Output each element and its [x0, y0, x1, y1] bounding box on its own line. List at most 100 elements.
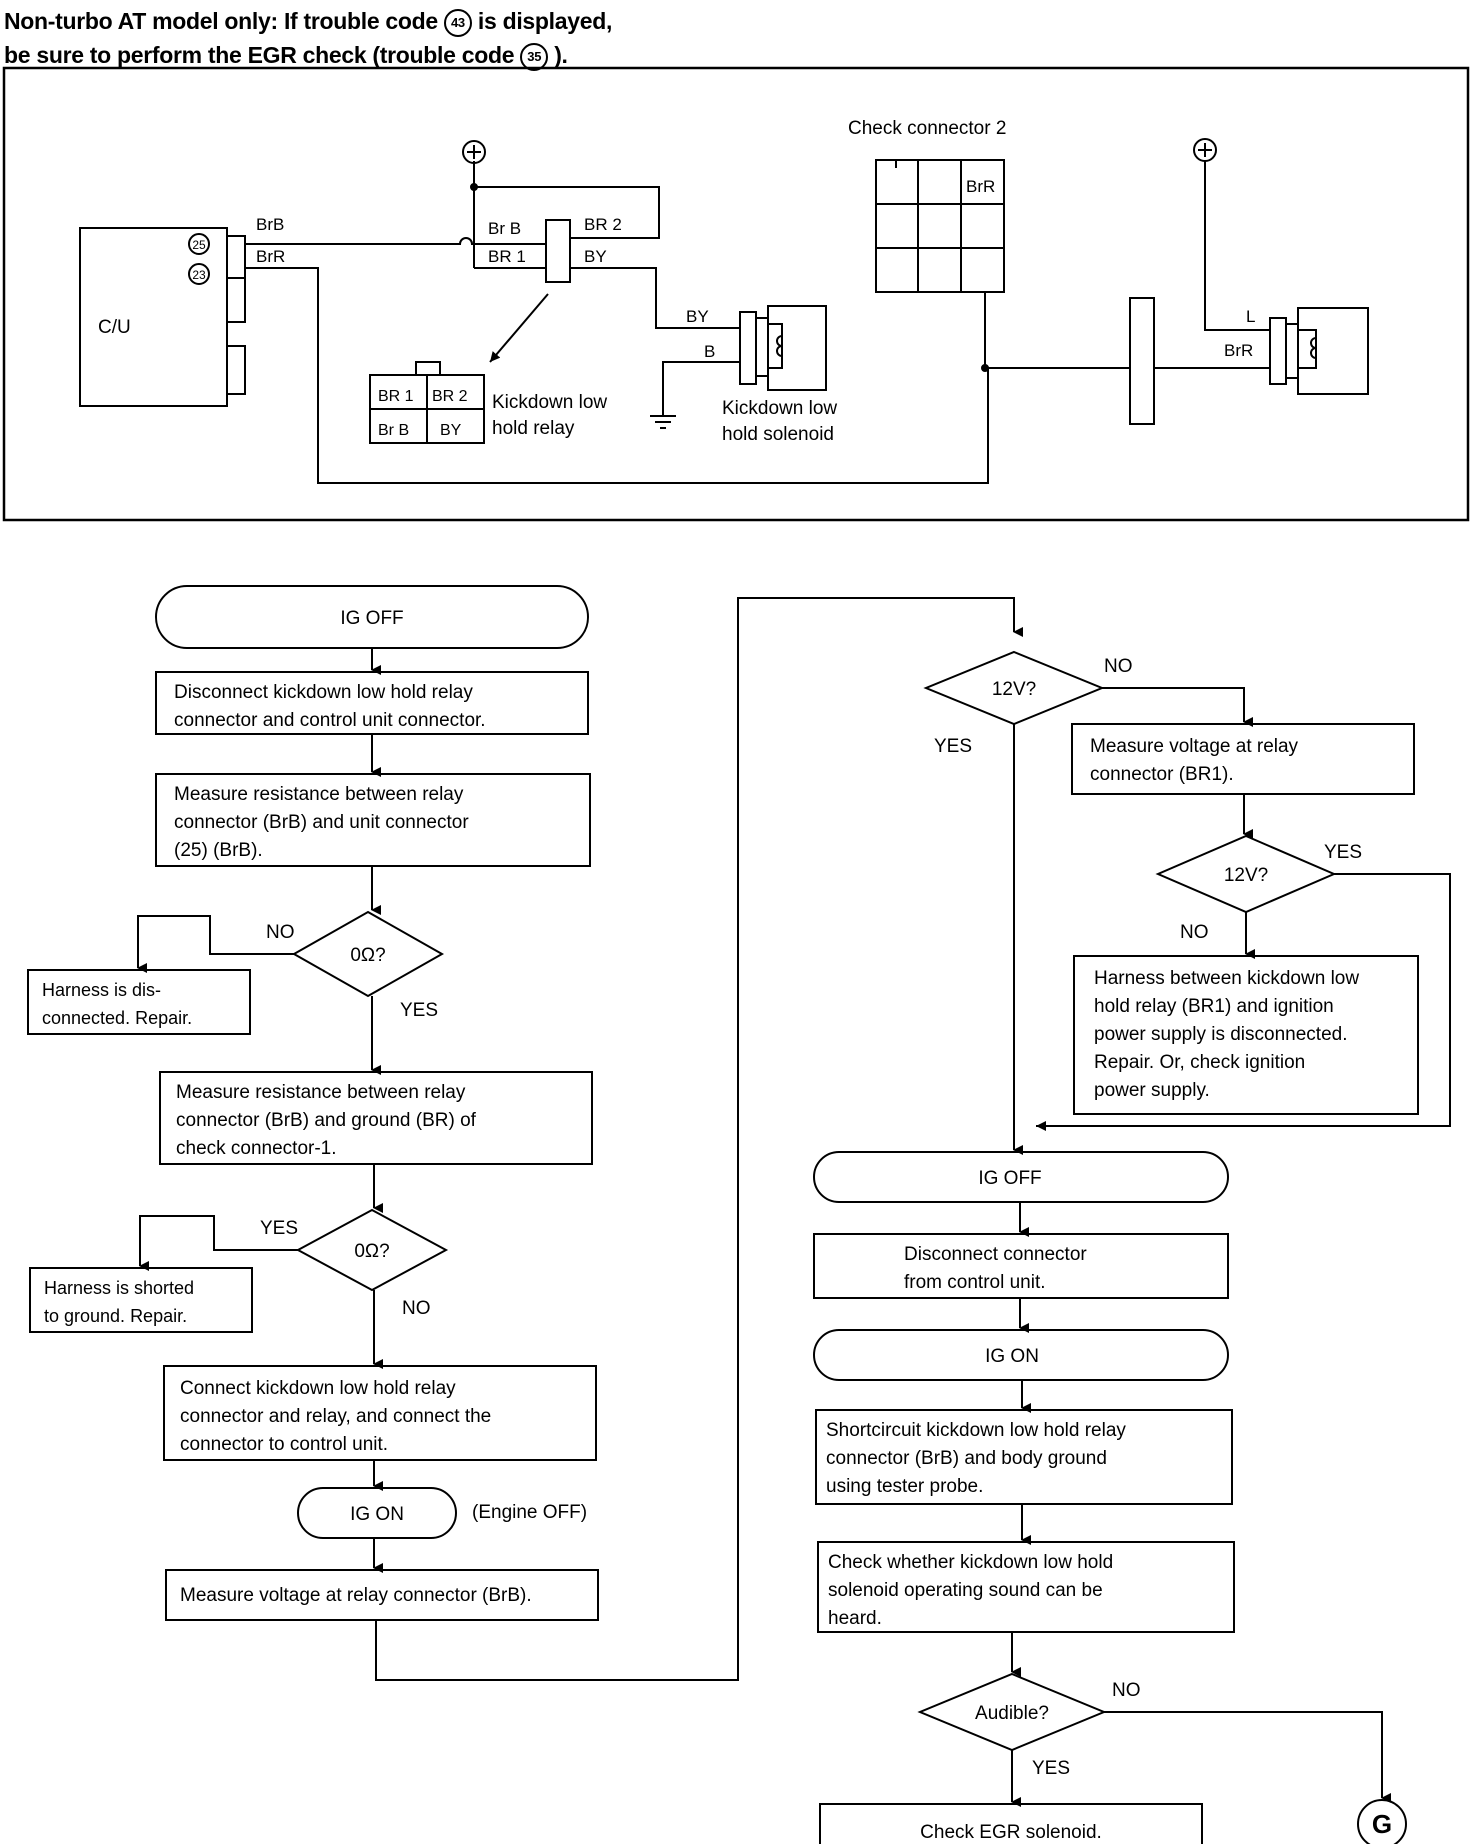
decision-audible-label: Audible?: [975, 1703, 1049, 1724]
decision-12v-2-label: 12V?: [1224, 865, 1268, 886]
connect-line2: connector and relay, and connect the: [180, 1406, 491, 1427]
pin-25-label: 25: [192, 238, 206, 252]
decision-0ohm-1-yes: YES: [400, 1000, 438, 1021]
solenoid-body: [767, 305, 827, 391]
wire-brb: [245, 237, 545, 245]
check-connector-2: [875, 159, 1005, 293]
check-sound-line3: heard.: [828, 1608, 882, 1629]
check-sound-line1: Check whether kickdown low hold: [828, 1552, 1113, 1573]
shortcircuit-line3: using tester probe.: [826, 1476, 983, 1497]
pin-23-label: 23: [192, 268, 206, 282]
header-text: ).: [554, 42, 568, 68]
wire-l: [1204, 161, 1270, 331]
decision-0ohm-2-no: NO: [402, 1298, 431, 1319]
wire-brr: [245, 267, 989, 484]
flowchart-shapes: [27, 585, 1451, 1844]
solenoid-connector-inner: [755, 317, 769, 377]
decision-audible-no: NO: [1112, 1680, 1141, 1701]
wiring-diagram: [2, 66, 1470, 522]
decision-audible-yes: YES: [1032, 1758, 1070, 1779]
harness-disc-line2: connected. Repair.: [42, 1008, 192, 1028]
ig-off-2-label: IG OFF: [978, 1168, 1041, 1189]
relay-conn-br1: BR 1: [378, 388, 414, 405]
measure-res-1-line3: (25) (BrB).: [174, 840, 263, 861]
wiring-labels: C/U 25 23 BrB BrR Br B BR 1 BR 2 BY BY B…: [98, 118, 1255, 445]
harness-br1-line5: power supply.: [1094, 1080, 1210, 1101]
solenoid-label-1: Kickdown low: [722, 398, 837, 419]
wire-label-b-solenoid: B: [704, 342, 715, 361]
decision-12v-1-no: NO: [1104, 656, 1133, 677]
harness-br1-line2: hold relay (BR1) and ignition: [1094, 996, 1334, 1017]
measure-volt-br1-line2: connector (BR1).: [1090, 764, 1234, 785]
header-text: is displayed,: [477, 8, 613, 34]
header-text: be sure to perform the EGR check (troubl…: [4, 42, 515, 68]
relay-label-2: hold relay: [492, 418, 575, 439]
decision-0ohm-1-no: NO: [266, 922, 295, 943]
wire-b: [662, 361, 740, 416]
decision-12v-2-yes: YES: [1324, 842, 1362, 863]
connector-g-label: G: [1372, 1809, 1392, 1839]
harness-br1-line3: power supply is disconnected.: [1094, 1024, 1347, 1045]
crossover-line: [375, 597, 1023, 1681]
egr-solenoid-connector: [1269, 317, 1287, 385]
wire-label-brb: BrB: [256, 215, 284, 234]
decision-0ohm-1-label: 0Ω?: [350, 945, 385, 966]
shortcircuit-line1: Shortcircuit kickdown low hold relay: [826, 1420, 1126, 1441]
relay-inline-connector: [545, 219, 571, 283]
check-connector-brr: BrR: [966, 177, 995, 196]
wire-br2: [474, 186, 660, 239]
coil-icon: [1310, 337, 1317, 359]
wiring-frame: [2, 66, 1470, 522]
disconnect-1-line2: connector and control unit connector.: [174, 710, 486, 731]
measure-volt-br1-line1: Measure voltage at relay: [1090, 736, 1299, 757]
cu-connector-lower: [226, 345, 246, 395]
coil-icon: [776, 335, 783, 357]
harness-br1-line1: Harness between kickdown low: [1094, 968, 1359, 989]
measure-res-1-line1: Measure resistance between relay: [174, 784, 464, 805]
decision-0ohm-2-label: 0Ω?: [354, 1241, 389, 1262]
harness-short-line1: Harness is shorted: [44, 1278, 194, 1298]
trouble-code-badge: 43: [443, 8, 472, 37]
wire-label-br2-relay: BR 2: [584, 215, 622, 234]
pin-23-circle: [188, 263, 210, 285]
junction-dot: [981, 364, 989, 372]
decision-12v-1-label: 12V?: [992, 679, 1036, 700]
ground-icon: [650, 415, 676, 429]
ig-on-2-label: IG ON: [985, 1346, 1039, 1367]
harness-br1-line4: Repair. Or, check ignition: [1094, 1052, 1305, 1073]
measure-res-2-line2: connector (BrB) and ground (BR) of: [176, 1110, 477, 1131]
wire-label-by-solenoid: BY: [686, 307, 709, 326]
junction-dot: [470, 183, 478, 191]
egr-solenoid-body: [1297, 307, 1369, 395]
decision-0ohm-2: [295, 1208, 449, 1292]
pin-25-circle: [188, 233, 210, 255]
decision-0ohm-1: [291, 910, 445, 998]
check-egr-label: Check EGR solenoid.: [920, 1822, 1102, 1843]
cu-label: C/U: [98, 317, 131, 338]
trouble-code-badge: 35: [520, 42, 549, 71]
header-text: Non-turbo AT model only: If trouble code: [4, 8, 438, 34]
disconnect-1-line1: Disconnect kickdown low hold relay: [174, 682, 473, 703]
measure-res-2-line1: Measure resistance between relay: [176, 1082, 466, 1103]
decision-0ohm-2-yes: YES: [260, 1218, 298, 1239]
wire-label-brb-relay: Br B: [488, 219, 521, 238]
measure-volt-brb-label: Measure voltage at relay connector (BrB)…: [180, 1585, 532, 1606]
flowchart-text: IG OFF Disconnect kickdown low hold rela…: [42, 608, 1392, 1843]
header-line-2: be sure to perform the EGR check (troubl…: [4, 38, 1004, 72]
relay-conn-by: BY: [440, 422, 462, 439]
harness-short-line2: to ground. Repair.: [44, 1306, 187, 1326]
disconnect-2-line2: from control unit.: [904, 1272, 1046, 1293]
wire-label-brr: BrR: [256, 247, 285, 266]
check-sound-line2: solenoid operating sound can be: [828, 1580, 1103, 1601]
wire-label-l: L: [1246, 307, 1255, 326]
engine-off-note: (Engine OFF): [472, 1502, 587, 1523]
ig-off-1-label: IG OFF: [340, 608, 403, 629]
shortcircuit-line2: connector (BrB) and body ground: [826, 1448, 1107, 1469]
measure-res-2-line3: check connector-1.: [176, 1138, 337, 1159]
relay-conn-br2: BR 2: [432, 388, 468, 405]
harness-disc-line1: Harness is dis-: [42, 980, 161, 1000]
page-header: Non-turbo AT model only: If trouble code…: [4, 4, 1004, 72]
relay-label-1: Kickdown low: [492, 392, 607, 413]
check-connector-label: Check connector 2: [848, 118, 1006, 139]
ig-on-1-label: IG ON: [350, 1504, 404, 1525]
